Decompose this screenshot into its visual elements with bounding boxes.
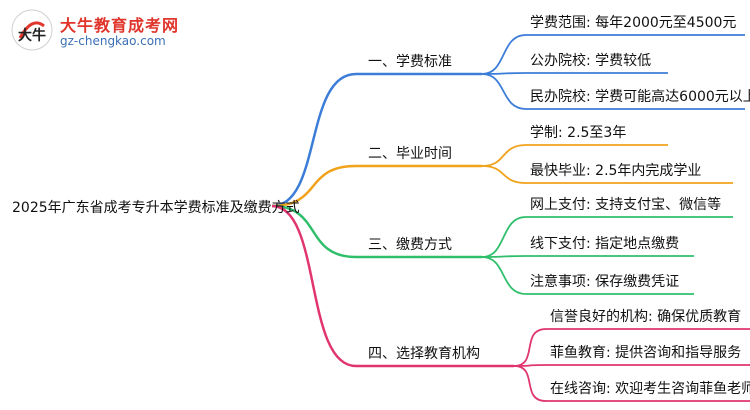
leaf-connector xyxy=(513,328,547,367)
leaf-connector xyxy=(481,255,527,258)
branch-topic: 四、选择教育机构 xyxy=(368,346,480,362)
leaf-connector xyxy=(481,144,527,167)
leaf-connector xyxy=(513,365,547,402)
site-logo: 大牛 大牛教育成考网 gz-chengkao.com xyxy=(10,8,180,58)
leaf-topic: 线下支付: 指定地点缴费 xyxy=(530,236,679,252)
leaf-topic: 信誉良好的机构: 确保优质教育 xyxy=(550,309,741,325)
branch-topic: 一、学费标准 xyxy=(368,54,452,70)
root-topic: 2025年广东省成考专升本学费标准及缴费方式 xyxy=(12,200,300,216)
leaf-topic: 民办院校: 学费可能高达6000元以上 xyxy=(530,88,750,105)
leaf-topic: 最快毕业: 2.5年内完成学业 xyxy=(530,163,701,179)
branch-connector xyxy=(271,72,357,208)
leaf-topic: 菲鱼教育: 提供咨询和指导服务 xyxy=(550,344,741,361)
leaf-connector xyxy=(481,216,527,258)
branch-connector xyxy=(271,164,357,208)
leaf-connector xyxy=(481,34,527,75)
leaf-topic: 公办院校: 学费较低 xyxy=(530,52,651,69)
leaf-connector xyxy=(481,256,527,295)
branch-topic: 二、毕业时间 xyxy=(368,146,452,162)
logo-mark-text: 大牛 xyxy=(18,27,46,44)
logo-site-name: 大牛教育成考网 xyxy=(60,16,180,35)
branch-connector xyxy=(271,204,357,259)
logo-site-url: gz-chengkao.com xyxy=(60,34,166,48)
branch-connector xyxy=(271,204,357,368)
leaf-connector xyxy=(481,72,527,75)
mind-map-edges xyxy=(271,34,750,402)
leaf-connector xyxy=(481,165,527,184)
leaf-topic: 学制: 2.5至3年 xyxy=(530,125,626,141)
leaf-topic: 在线咨询: 欢迎考生咨询菲鱼老师 xyxy=(550,380,750,397)
leaf-topic: 网上支付: 支持支付宝、微信等 xyxy=(530,196,721,213)
leaf-topic: 学费范围: 每年2000元至4500元 xyxy=(530,14,736,31)
mind-map-nodes: 2025年广东省成考专升本学费标准及缴费方式 一、学费标准 学费范围: 每年200… xyxy=(12,14,750,397)
leaf-connector xyxy=(481,73,527,110)
branch-topic: 三、缴费方式 xyxy=(368,237,452,253)
logo-mark: 大牛 xyxy=(11,9,53,51)
leaf-topic: 注意事项: 保存缴费凭证 xyxy=(530,273,679,290)
